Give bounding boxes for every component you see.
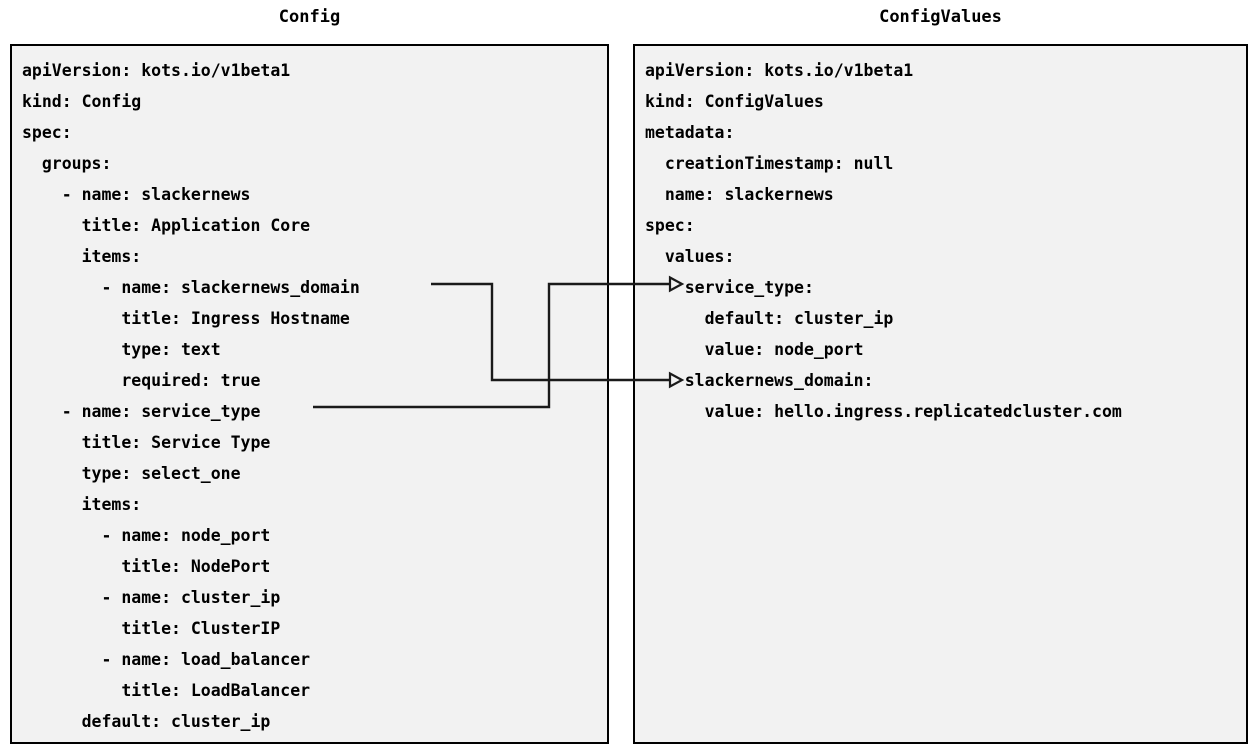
configvalues-panel-title: ConfigValues: [879, 7, 1002, 27]
config-panel: apiVersion: kots.io/v1beta1 kind: Config…: [10, 44, 609, 744]
configvalues-yaml-content: apiVersion: kots.io/v1beta1 kind: Config…: [645, 61, 1122, 421]
config-yaml-content: apiVersion: kots.io/v1beta1 kind: Config…: [22, 61, 360, 731]
config-panel-title: Config: [278, 7, 341, 27]
configvalues-panel: apiVersion: kots.io/v1beta1 kind: Config…: [633, 44, 1248, 744]
